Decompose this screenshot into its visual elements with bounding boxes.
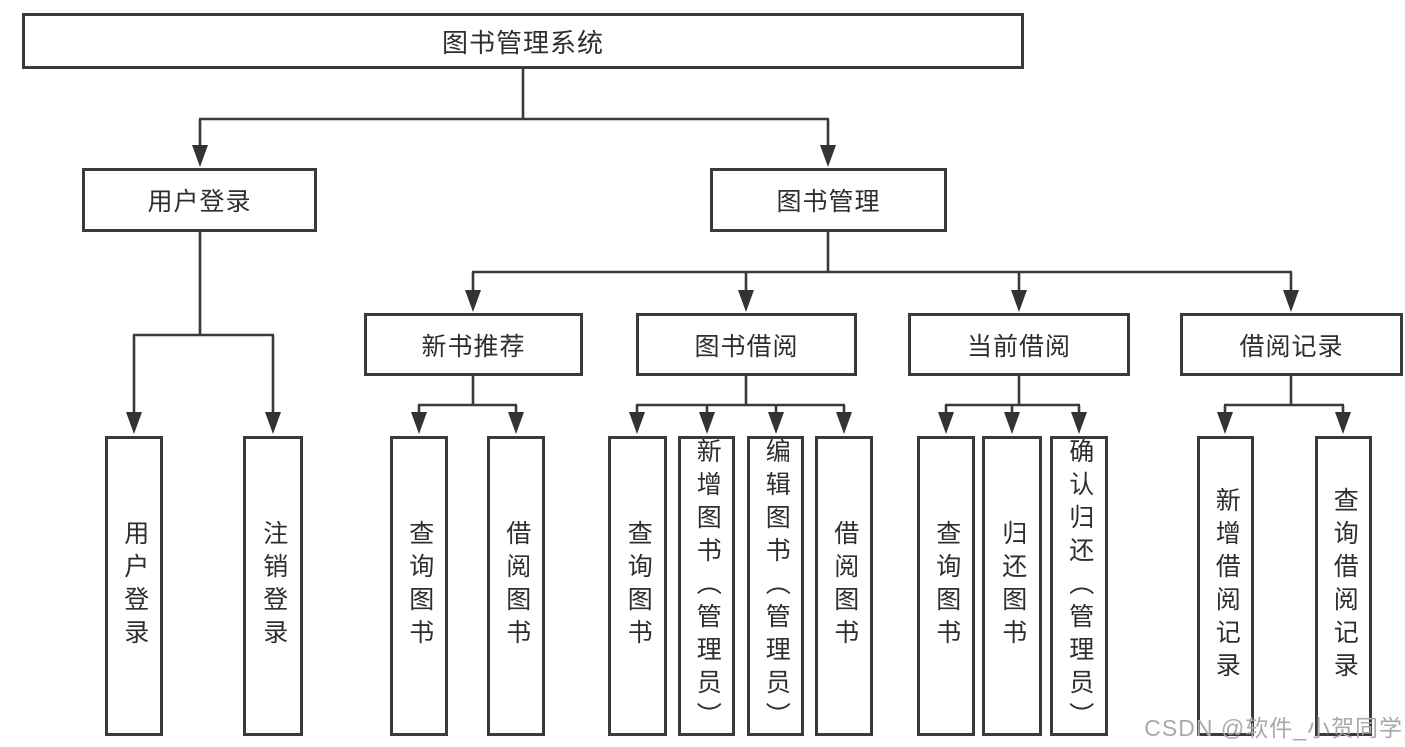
node-current-borrow: 当前借阅 bbox=[908, 313, 1130, 376]
leaf-query-books-current: 查询图书 bbox=[917, 436, 975, 736]
watermark: CSDN @软件_小贺同学 bbox=[1144, 715, 1403, 741]
leaf-label: 归还图书 bbox=[998, 520, 1027, 652]
leaf-label: 查询图书 bbox=[405, 520, 434, 652]
node-borrow-records: 借阅记录 bbox=[1180, 313, 1403, 376]
leaf-return-book: 归还图书 bbox=[982, 436, 1042, 736]
leaf-label: 查询借阅记录 bbox=[1330, 487, 1359, 685]
node-book-borrow: 图书借阅 bbox=[636, 313, 857, 376]
leaf-borrow-books: 借阅图书 bbox=[815, 436, 873, 736]
leaf-add-book-admin: 新增图书（管理员） bbox=[678, 436, 735, 736]
leaf-label: 借阅图书 bbox=[502, 520, 531, 652]
leaf-label: 借阅图书 bbox=[830, 520, 859, 652]
leaf-label: 查询图书 bbox=[932, 520, 961, 652]
leaf-edit-book-admin: 编辑图书（管理员） bbox=[747, 436, 804, 736]
leaf-label: 用户登录 bbox=[120, 520, 149, 652]
leaf-label: 确认归还（管理员） bbox=[1065, 437, 1094, 735]
leaf-add-borrow-record: 新增借阅记录 bbox=[1197, 436, 1254, 736]
node-new-book-recommend: 新书推荐 bbox=[364, 313, 583, 376]
leaf-query-books-borrow: 查询图书 bbox=[608, 436, 667, 736]
leaf-label: 新增借阅记录 bbox=[1212, 487, 1241, 685]
leaf-label: 注销登录 bbox=[259, 520, 288, 652]
leaf-user-login: 用户登录 bbox=[105, 436, 163, 736]
leaf-confirm-return-admin: 确认归还（管理员） bbox=[1050, 436, 1108, 736]
node-book-management: 图书管理 bbox=[710, 168, 947, 232]
leaf-label: 查询图书 bbox=[624, 520, 653, 652]
leaf-label: 编辑图书（管理员） bbox=[762, 437, 791, 735]
leaf-label: 新增图书（管理员） bbox=[693, 437, 722, 735]
node-user-login: 用户登录 bbox=[82, 168, 317, 232]
node-library-management-system: 图书管理系统 bbox=[22, 13, 1024, 69]
leaf-borrow-books-recommend: 借阅图书 bbox=[487, 436, 545, 736]
leaf-query-borrow-record: 查询借阅记录 bbox=[1315, 436, 1372, 736]
leaf-query-books-recommend: 查询图书 bbox=[390, 436, 448, 736]
leaf-logout-login: 注销登录 bbox=[243, 436, 303, 736]
